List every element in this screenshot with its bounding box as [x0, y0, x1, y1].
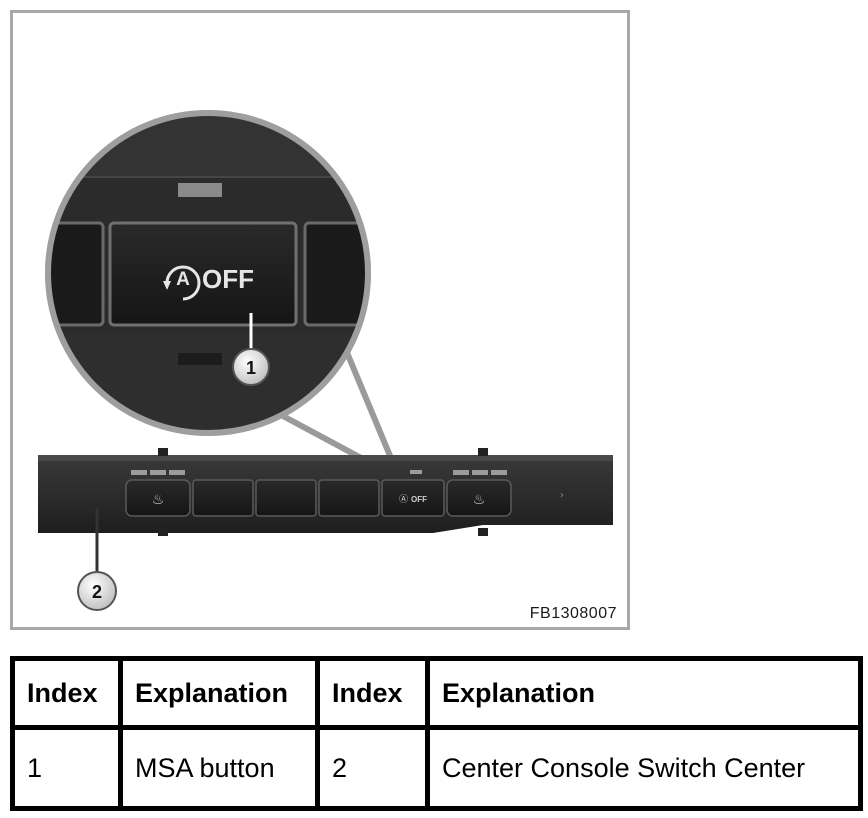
- msa-button-label: OFF: [202, 264, 254, 294]
- svg-text:♨: ♨: [152, 492, 165, 508]
- figure-code: FB1308007: [529, 605, 617, 622]
- row-explanation-1: MSA button: [118, 725, 320, 811]
- row-index-1: 1: [10, 725, 123, 811]
- row-explanation-2: Center Console Switch Center: [425, 725, 863, 811]
- callout-2-label: 2: [92, 582, 102, 602]
- auto-start-stop-icon: A: [163, 265, 201, 301]
- small-msa-label: OFF: [411, 495, 427, 504]
- header-explanation-1: Explanation: [118, 656, 320, 730]
- header-index-1: Index: [10, 656, 123, 730]
- header-index-2: Index: [315, 656, 430, 730]
- callout-2: 2: [77, 571, 117, 611]
- header-explanation-2: Explanation: [425, 656, 863, 730]
- svg-text:›: ›: [560, 490, 564, 501]
- table-row: 1 MSA button 2 Center Console Switch Cen…: [10, 725, 863, 811]
- magnifier-line-right: [340, 341, 401, 477]
- magnifier-circle: A OFF: [45, 110, 371, 436]
- switch-center-illustration: ♨ ♨ Ⓐ OFF ›: [38, 110, 613, 611]
- svg-text:♨: ♨: [473, 492, 486, 508]
- legend-header-row: Index Explanation Index Explanation: [10, 656, 863, 730]
- legend-table: Index Explanation Index Explanation 1 MS…: [10, 656, 863, 811]
- switch-center-console: ♨ ♨ Ⓐ OFF ›: [38, 448, 613, 536]
- callout-1: 1: [232, 348, 270, 386]
- svg-text:Ⓐ: Ⓐ: [399, 494, 408, 505]
- callout-1-label: 1: [246, 358, 256, 378]
- figure-frame: ♨ ♨ Ⓐ OFF ›: [10, 10, 630, 630]
- auto-letter: A: [176, 269, 190, 290]
- row-index-2: 2: [315, 725, 430, 811]
